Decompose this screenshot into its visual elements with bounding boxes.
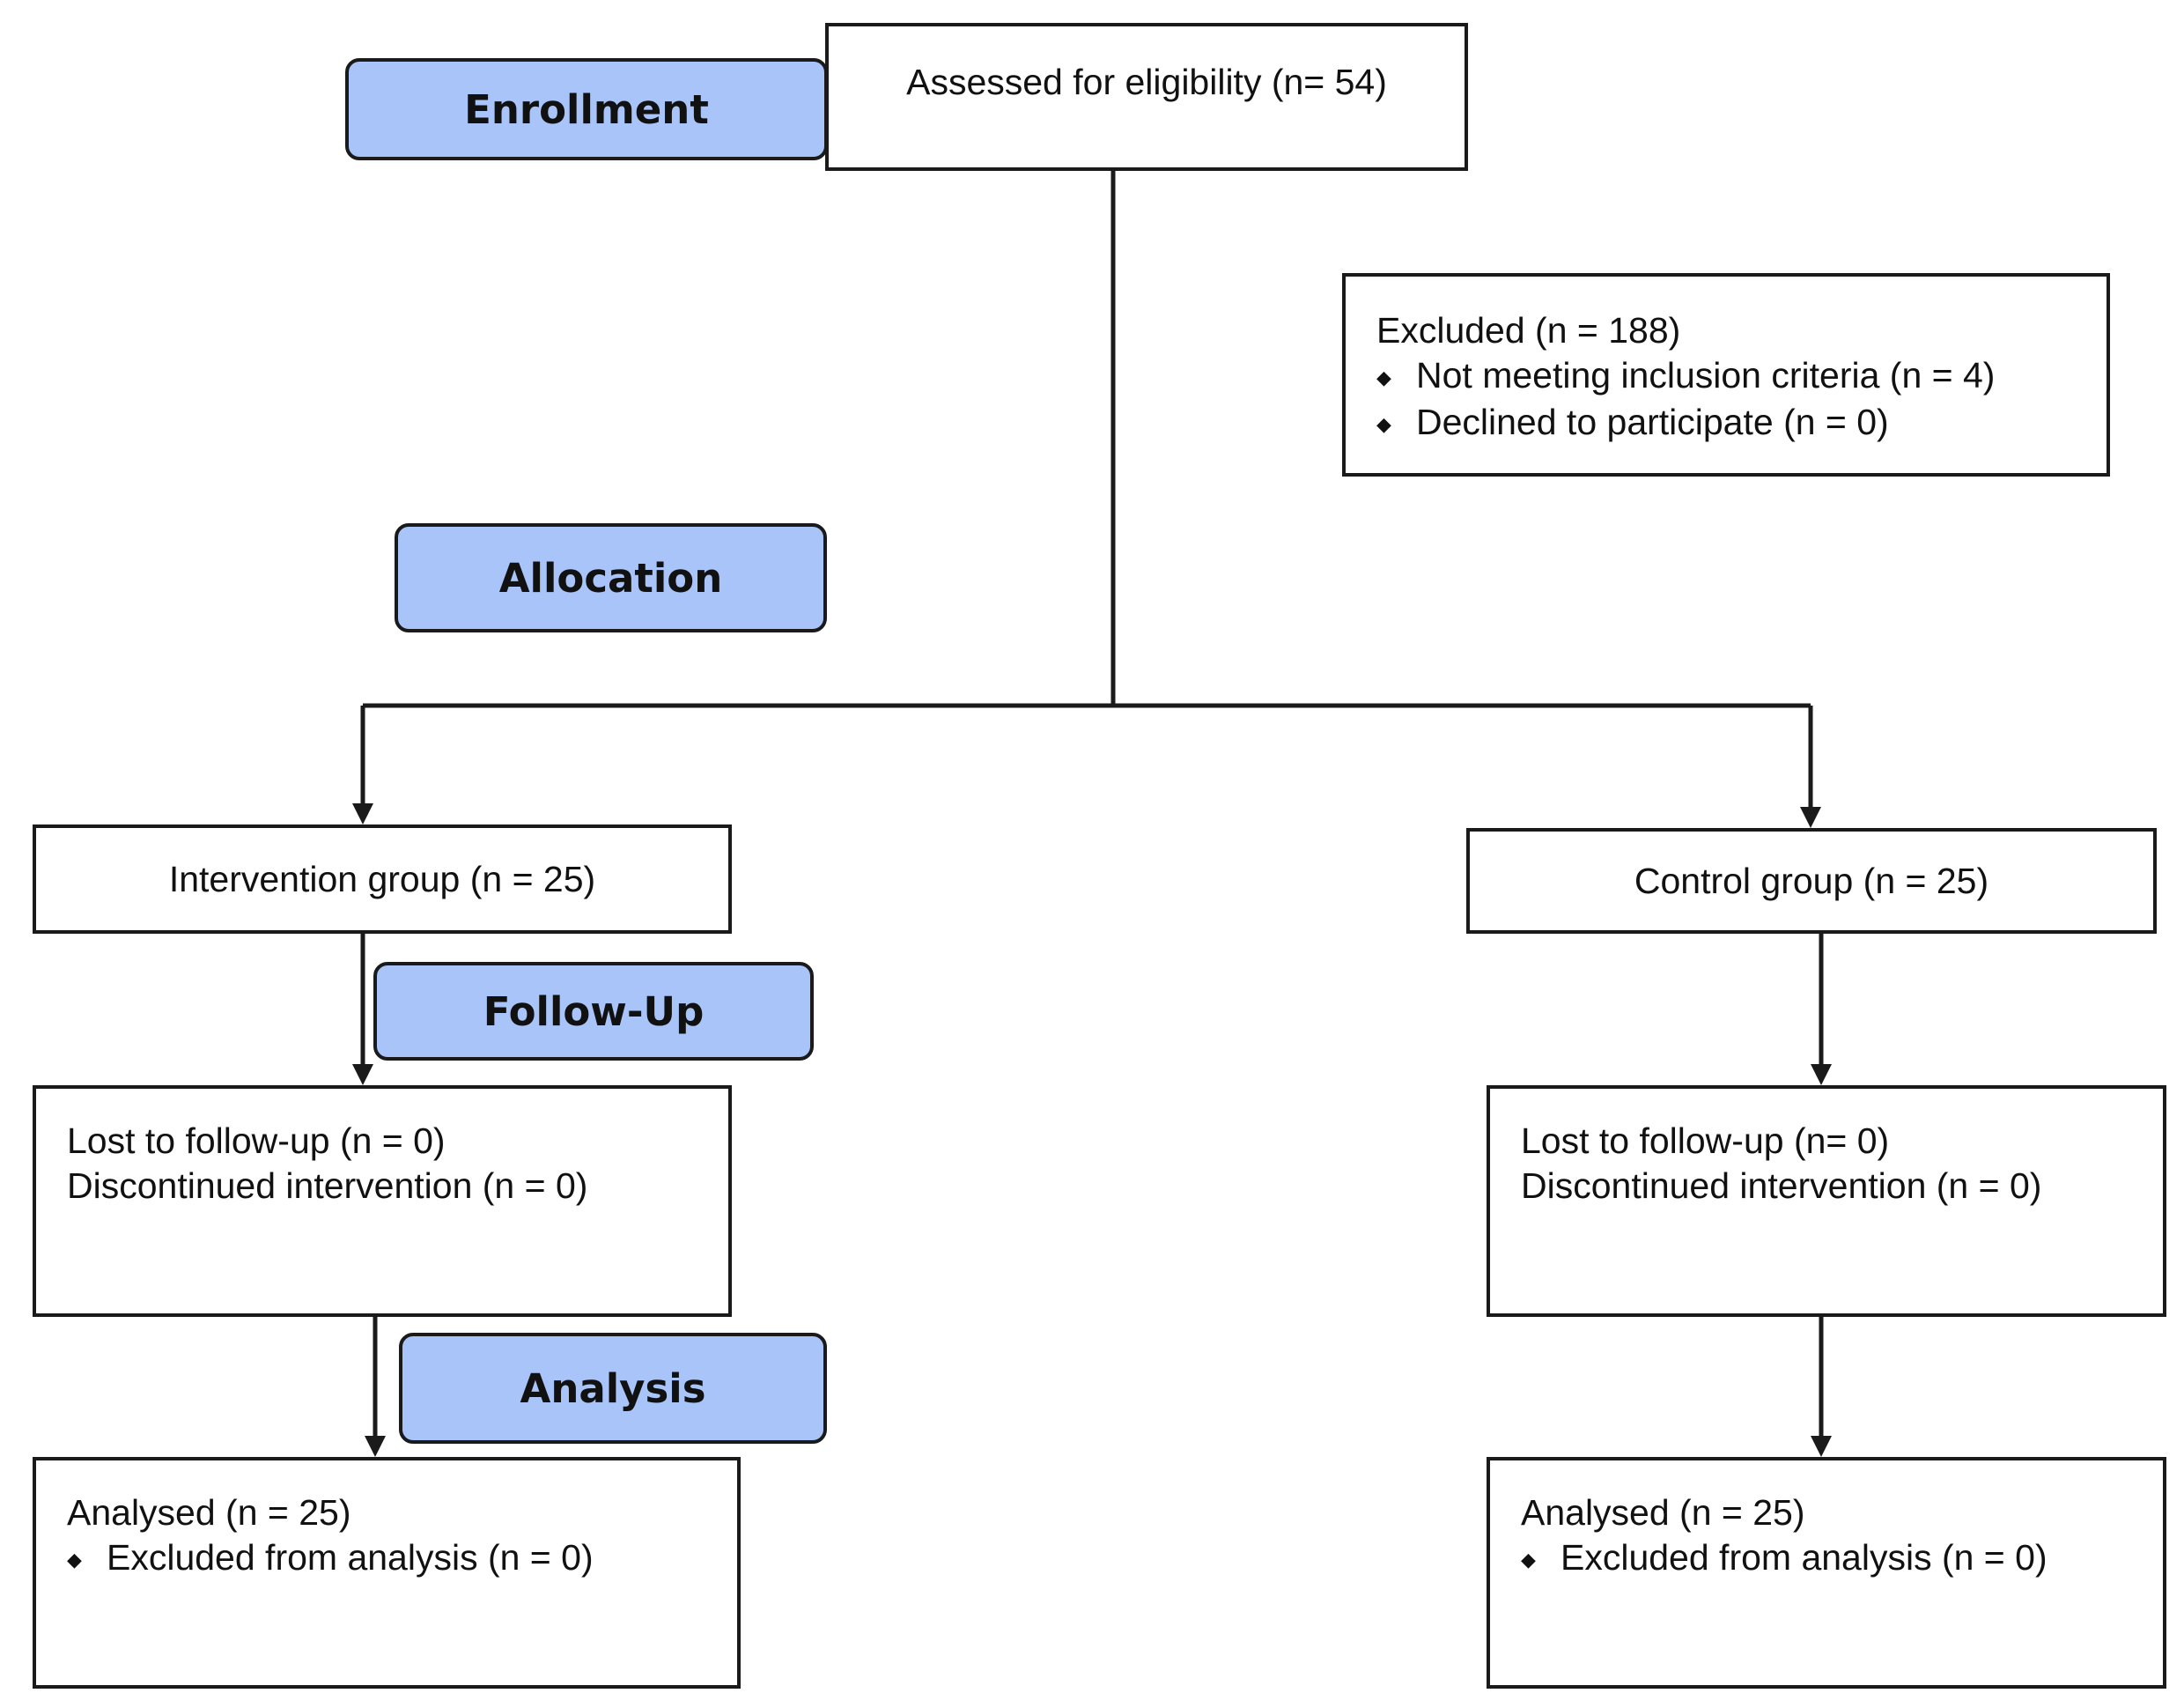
assessed-eligibility-box: Assessed for eligibility (n= 54)	[825, 23, 1468, 171]
arrowhead-control-analysis	[1811, 1436, 1832, 1457]
excluded-item: ◆ Not meeting inclusion criteria (n = 4)	[1376, 353, 2107, 400]
phase-follow-up: Follow-Up	[373, 962, 814, 1061]
diamond-bullet-icon: ◆	[1376, 413, 1391, 435]
control-analysis-box: Analysed (n = 25) ◆ Excluded from analysi…	[1487, 1457, 2166, 1689]
follow-up-line: Lost to follow-up (n= 0)	[1521, 1120, 1890, 1161]
follow-up-line: Discontinued intervention (n = 0)	[67, 1165, 588, 1206]
excluded-title: Excluded (n = 188)	[1376, 310, 1681, 351]
excluded-item-label: Not meeting inclusion criteria (n = 4)	[1416, 355, 1996, 396]
analysed-count: Analysed (n = 25)	[67, 1492, 351, 1533]
analysis-item: ◆ Excluded from analysis (n = 0)	[1521, 1535, 2163, 1582]
assessed-text: Assessed for eligibility (n= 54)	[906, 62, 1387, 102]
arrowhead-intervention	[352, 803, 373, 824]
intervention-group-box: Intervention group (n = 25)	[33, 824, 732, 934]
excluded-box: Excluded (n = 188) ◆ Not meeting inclusio…	[1342, 273, 2110, 477]
intervention-group-label: Intervention group (n = 25)	[168, 858, 596, 899]
analysis-item-label: Excluded from analysis (n = 0)	[107, 1537, 594, 1578]
arrowhead-control-followup	[1811, 1064, 1832, 1085]
phase-allocation: Allocation	[395, 523, 827, 632]
intervention-follow-up-box: Lost to follow-up (n = 0) Discontinued i…	[33, 1085, 732, 1317]
follow-up-line: Discontinued intervention (n = 0)	[1521, 1165, 2042, 1206]
phase-enrollment: Enrollment	[345, 58, 828, 160]
analysis-item: ◆ Excluded from analysis (n = 0)	[67, 1535, 737, 1582]
phase-analysis: Analysis	[399, 1333, 827, 1444]
intervention-analysis-box: Analysed (n = 25) ◆ Excluded from analysi…	[33, 1457, 741, 1689]
diamond-bullet-icon: ◆	[67, 1549, 82, 1571]
arrowhead-intervention-analysis	[365, 1436, 386, 1457]
arrowhead-control	[1800, 807, 1821, 828]
diamond-bullet-icon: ◆	[1521, 1549, 1536, 1571]
follow-up-line: Lost to follow-up (n = 0)	[67, 1120, 446, 1161]
analysis-item-label: Excluded from analysis (n = 0)	[1561, 1537, 2048, 1578]
analysed-count: Analysed (n = 25)	[1521, 1492, 1805, 1533]
control-group-label: Control group (n = 25)	[1634, 860, 1989, 901]
diamond-bullet-icon: ◆	[1376, 366, 1391, 388]
excluded-item-label: Declined to participate (n = 0)	[1416, 402, 1889, 442]
control-follow-up-box: Lost to follow-up (n= 0) Discontinued in…	[1487, 1085, 2166, 1317]
arrowhead-intervention-followup	[352, 1064, 373, 1085]
excluded-item: ◆ Declined to participate (n = 0)	[1376, 400, 2107, 447]
control-group-box: Control group (n = 25)	[1466, 828, 2157, 934]
